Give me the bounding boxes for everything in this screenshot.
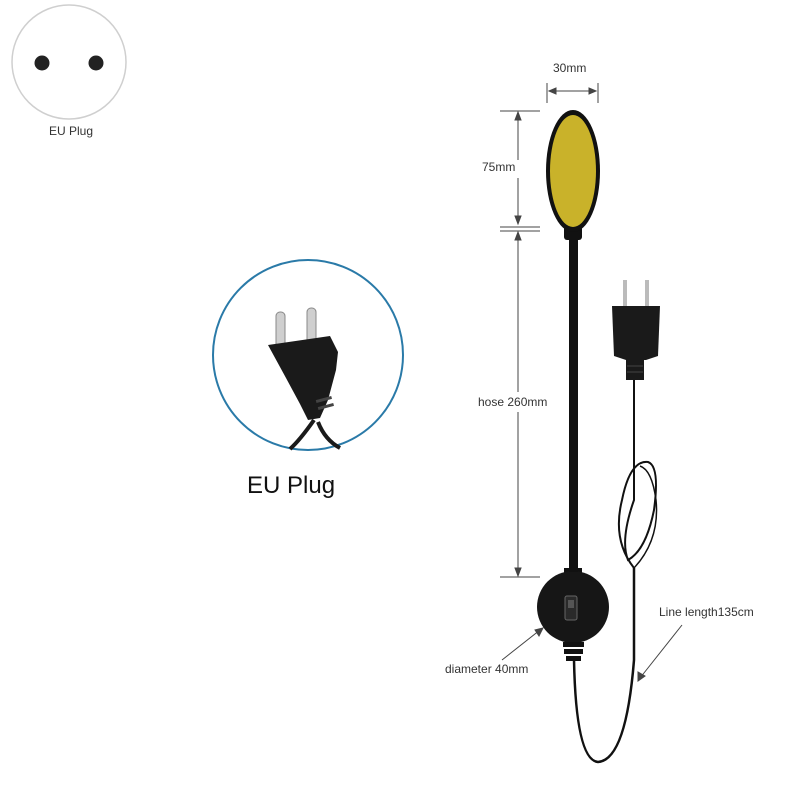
wall-plug: [612, 280, 660, 380]
eu-plug-photo: [212, 259, 404, 451]
eu-socket-icon: [11, 4, 127, 120]
lamp-base: [537, 568, 609, 661]
socket-icon-caption: EU Plug: [49, 124, 94, 138]
lamp-hose: [569, 238, 578, 572]
lamp-head: [546, 110, 600, 240]
hose-length-label: hose 260mm: [478, 395, 548, 409]
plug-photo-caption: EU Plug: [247, 472, 336, 499]
dimension-lines: [500, 83, 683, 682]
head-width-label: 30mm: [553, 61, 587, 75]
coiled-cord: [617, 380, 657, 569]
head-height-label: 75mm: [482, 160, 516, 174]
base-diameter-label: diameter 40mm: [445, 662, 529, 676]
power-cord: [572, 568, 636, 764]
line-length-label: Line length135cm: [659, 605, 754, 619]
lamp: [537, 110, 660, 764]
